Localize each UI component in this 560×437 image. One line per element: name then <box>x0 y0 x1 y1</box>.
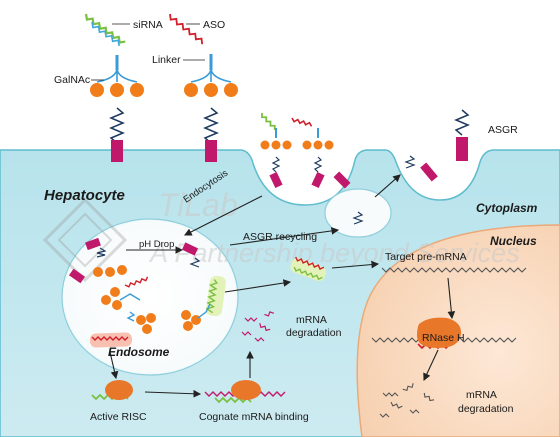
asgr-receptor <box>438 100 486 161</box>
label-nucleus: Nucleus <box>490 234 537 248</box>
label-cognate-binding: Cognate mRNA binding <box>199 411 309 423</box>
cognate-mrna-binding <box>204 380 286 404</box>
target-pre-mrna <box>381 267 527 273</box>
label-target-pre-mrna: Target pre-mRNA <box>385 251 467 263</box>
label-asgr: ASGR <box>488 124 518 136</box>
endocytosis-pit-conjugates <box>260 112 334 189</box>
label-degradation-cyto: degradation <box>286 327 342 339</box>
label-endosome: Endosome <box>108 345 170 359</box>
label-ph-drop: pH Drop <box>139 239 174 250</box>
rnase-h-complex <box>371 317 517 350</box>
degraded-mrna-fragments-cyto <box>241 311 275 342</box>
label-degradation-nuc: degradation <box>458 403 514 415</box>
pathway-arrows <box>109 174 456 398</box>
label-rnase-h: RNase H <box>422 332 465 344</box>
degraded-mrna-fragments-nuc <box>379 383 435 418</box>
label-linker: Linker <box>152 54 181 66</box>
watermark-tagline: A Partnership beyond Services <box>148 238 520 268</box>
recycling-vesicle <box>324 188 392 238</box>
released-oligo <box>290 256 326 282</box>
leader-lines <box>91 23 205 81</box>
label-galnac: GalNAc <box>54 74 90 86</box>
label-cytoplasm: Cytoplasm <box>476 201 538 215</box>
recycled-asgr <box>333 146 438 225</box>
label-sirna: siRNA <box>133 19 163 31</box>
label-asgr-recycling: ASGR recycling <box>243 231 317 243</box>
label-mrna-nuc: mRNA <box>466 389 497 401</box>
endosome-contents <box>68 237 226 348</box>
label-hepatocyte: Hepatocyte <box>44 187 125 204</box>
watermark-logo-icon <box>42 197 128 283</box>
galnac-aso-conjugate <box>169 13 239 162</box>
label-mrna-cyto: mRNA <box>296 314 327 326</box>
active-risc <box>91 380 133 401</box>
galnac-sirna-conjugate <box>84 13 145 162</box>
label-active-risc: Active RISC <box>90 411 147 423</box>
label-aso: ASO <box>203 19 225 31</box>
watermark: TiLab A Partnership beyond Services <box>42 187 520 283</box>
watermark-brand: TiLab <box>158 187 238 223</box>
